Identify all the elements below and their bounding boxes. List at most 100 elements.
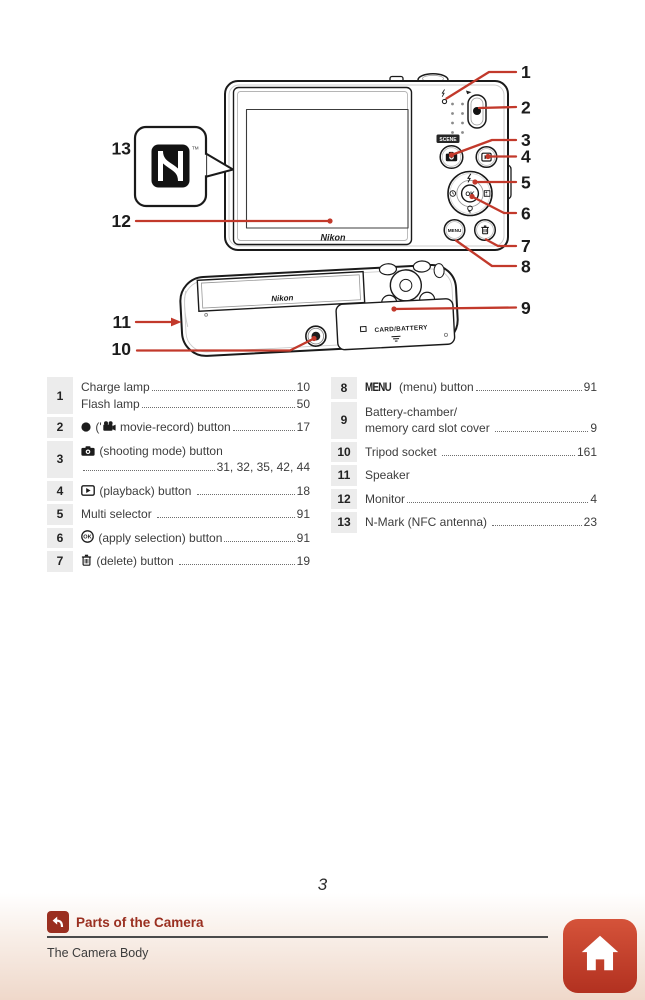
- row-number: 10: [331, 441, 357, 462]
- row-line: Speaker: [365, 467, 597, 484]
- row-number: 3: [47, 440, 73, 478]
- row-number: 12: [331, 488, 357, 509]
- svg-text:7: 7: [521, 236, 531, 256]
- card-battery-label: CARD/BATTERY: [374, 324, 428, 334]
- table-row: 6 OK (apply selection) button 91: [47, 527, 310, 549]
- multi-selector: OK: [447, 170, 493, 217]
- menu-bold-label: MENU: [365, 382, 392, 394]
- svg-text:OK: OK: [83, 534, 91, 540]
- row-line: N-Mark (NFC antenna) 23: [365, 514, 597, 531]
- row-number: 7: [47, 551, 73, 572]
- scene-label: [436, 134, 460, 143]
- table-row: 13 N-Mark (NFC antenna) 23: [331, 512, 597, 533]
- dot-leader: [141, 406, 295, 408]
- svg-text:10: 10: [112, 339, 132, 359]
- page-reference: 10: [296, 380, 310, 394]
- row-text: N-Mark (NFC antenna): [365, 515, 491, 529]
- svg-text:2: 2: [521, 98, 531, 118]
- tripod-socket: [305, 325, 327, 347]
- dot-grid: [451, 102, 464, 134]
- flash-icon: [467, 173, 472, 183]
- table-row: 11 Speaker: [331, 465, 597, 486]
- svg-text:12: 12: [112, 211, 132, 231]
- row-text: memory card slot cover: [365, 421, 494, 435]
- trash-icon: [81, 553, 92, 570]
- page-reference: 91: [296, 530, 310, 545]
- svg-text:5: 5: [521, 173, 531, 193]
- dot-leader: [407, 501, 589, 503]
- back-arrow-icon[interactable]: [47, 911, 69, 933]
- callout-line-1: [445, 70, 518, 100]
- page-reference: 50: [296, 396, 310, 411]
- row-text: Monitor: [365, 491, 406, 506]
- row-text: movie-record) button: [116, 420, 231, 434]
- home-icon: [577, 931, 623, 982]
- svg-text:MENU: MENU: [448, 228, 462, 233]
- page-reference: 31, 32, 35, 42, 44: [216, 460, 310, 474]
- tm-mark: TM: [192, 146, 199, 151]
- arrowhead-11: [171, 317, 182, 327]
- row-content: Multi selector 91: [73, 504, 310, 525]
- row-text: Charge lamp: [81, 380, 150, 394]
- callout-line-10: [135, 337, 316, 352]
- table-row: 7 (delete) button 19: [47, 551, 310, 572]
- row-number: 9: [331, 401, 357, 439]
- charge-lamp: [441, 98, 448, 105]
- row-text: Speaker: [365, 468, 410, 482]
- footer-band: [0, 893, 645, 1000]
- svg-text:Nikon: Nikon: [271, 293, 294, 303]
- card-battery-cover: [335, 298, 456, 351]
- row-line: (delete) button 19: [81, 553, 310, 570]
- row-line: OK (apply selection) button 91: [81, 529, 310, 547]
- row-text: (delete) button: [93, 554, 178, 568]
- row-content: Battery-chamber/memory card slot cover 9: [357, 402, 597, 439]
- row-text: (apply selection) button: [95, 530, 223, 545]
- row-number: 11: [331, 465, 357, 486]
- home-button[interactable]: [563, 919, 637, 993]
- row-line: (' movie-record) button 17: [81, 419, 310, 436]
- menu-button: MENU: [443, 218, 466, 242]
- row-text: (shooting mode) button: [96, 443, 223, 458]
- row-line: Battery-chamber/: [365, 404, 597, 421]
- row-number: 5: [47, 504, 73, 525]
- svg-text:6: 6: [521, 204, 531, 224]
- callout-line-2: [477, 105, 518, 110]
- row-content: (' movie-record) button 17: [73, 417, 310, 438]
- row-text: Battery-chamber/: [365, 404, 458, 419]
- page-reference: 161: [576, 444, 597, 459]
- page-reference: 91: [296, 507, 310, 521]
- page-number: 3: [317, 875, 328, 894]
- page-reference: 17: [296, 420, 310, 434]
- row-text: (': [92, 420, 102, 434]
- section-link[interactable]: Parts of the Camera: [47, 911, 204, 933]
- row-content: (shooting mode) button 31, 32, 35, 42, 44: [73, 441, 310, 478]
- dot-leader: [179, 564, 295, 565]
- row-line: (playback) button 18: [81, 483, 310, 500]
- dot-leader: [83, 470, 215, 471]
- dot-leader: [232, 430, 295, 431]
- latch-mark: [391, 335, 401, 342]
- dot-leader: [475, 390, 582, 391]
- svg-text:11: 11: [113, 312, 132, 332]
- callout-line-9: [392, 306, 518, 311]
- row-number: 6: [47, 527, 73, 548]
- row-number: 13: [331, 512, 357, 533]
- row-content: OK (apply selection) button 91: [73, 528, 310, 549]
- svg-text:3: 3: [521, 130, 531, 150]
- section-title[interactable]: Parts of the Camera: [76, 914, 204, 930]
- row-line: (shooting mode) button: [81, 443, 310, 460]
- camera-back-view: Nikon SCENE: [224, 73, 512, 251]
- callout-line-3: [450, 138, 518, 157]
- row-text: Flash lamp: [81, 396, 140, 411]
- svg-text:9: 9: [521, 298, 531, 318]
- svg-text:SCENE: SCENE: [439, 137, 457, 143]
